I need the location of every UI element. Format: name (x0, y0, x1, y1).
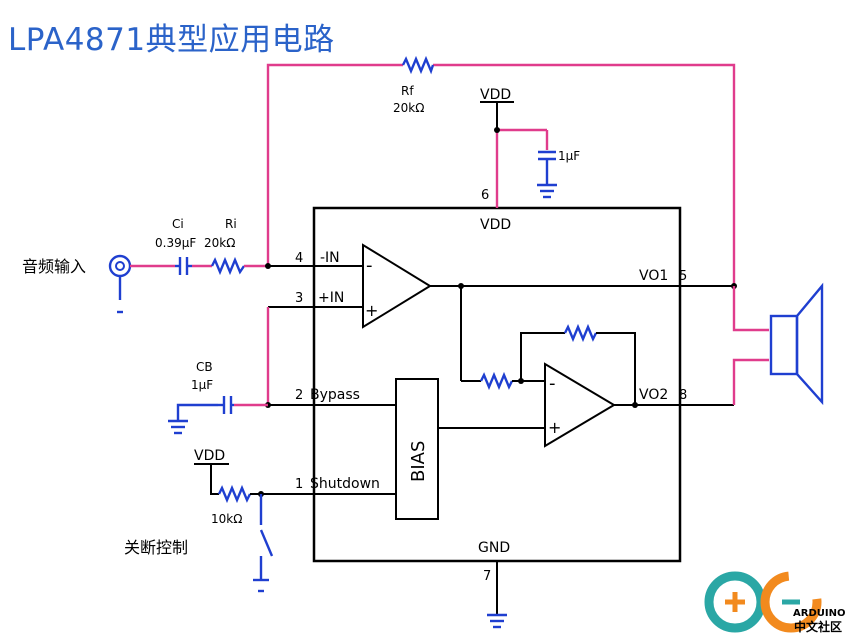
vdd-top-label: VDD (480, 87, 511, 103)
pin6-label: 6 (481, 188, 489, 203)
vo2-label: VO2 (639, 387, 668, 403)
shutdown-control-label: 关断控制 (124, 538, 188, 557)
pin7-label: 7 (483, 569, 491, 584)
pin1-name: Shutdown (310, 476, 380, 492)
bias-label: BIAS (408, 441, 429, 482)
resistor-rf: Rf 20kΩ (393, 55, 435, 115)
chip-vdd-label: VDD (480, 217, 511, 233)
capacitor-cb: CB 1μF (191, 360, 234, 414)
resistor-ri: Ri 20kΩ (204, 217, 245, 276)
audio-jack-icon (108, 254, 132, 314)
ri-value: 20kΩ (204, 236, 235, 250)
opamp-1: - + (362, 243, 432, 329)
opamp1-minus: - (366, 255, 373, 276)
capacitor-ci: Ci 0.39μF (155, 217, 196, 275)
rf-value: 20kΩ (393, 101, 424, 115)
speaker-icon (769, 282, 824, 406)
ground-symbol-cb (168, 419, 188, 435)
pin5-label: 5 (679, 269, 687, 284)
audio-input-label: 音频输入 (22, 257, 86, 276)
vdd-shutdown-label: VDD (194, 448, 225, 464)
logo-text: ARDUINO (793, 608, 845, 619)
vdd-top-supply: VDD 6 (480, 87, 549, 208)
ground-symbol-chip (487, 613, 507, 629)
ci-value: 0.39μF (155, 236, 196, 250)
opamp1-plus: + (365, 301, 378, 320)
rf-name: Rf (401, 84, 414, 98)
resistor-inv-input (479, 371, 514, 391)
ground-symbol-cap (537, 183, 557, 199)
feedback-wire (266, 63, 736, 286)
pin2-label: 2 (295, 388, 303, 403)
pin8-label: 8 (679, 388, 687, 403)
pin4-name: -IN (320, 250, 340, 266)
pin1-label: 1 (295, 477, 303, 492)
cb-name: CB (196, 360, 213, 374)
chip-gnd-label: GND (478, 540, 510, 556)
logo-subtext: 中文社区 (794, 619, 842, 634)
pin3-label: 3 (295, 291, 303, 306)
vo1-label: VO1 (639, 268, 668, 284)
capacitor-1uf-vdd: 1μF (538, 149, 580, 184)
ri-name: Ri (225, 217, 237, 231)
arduino-logo: ARDUINO 中文社区 (704, 571, 845, 634)
page-title: LPA4871典型应用电路 (8, 22, 335, 58)
cap-top-value: 1μF (558, 149, 580, 163)
r-sd-value: 10kΩ (211, 512, 242, 526)
cb-value: 1μF (191, 378, 213, 392)
pin4-label: 4 (295, 251, 303, 266)
resistor-inv-feedback (563, 323, 598, 343)
pin2-name: Bypass (310, 387, 360, 403)
ci-name: Ci (172, 217, 184, 231)
opamp-2: - + (544, 362, 616, 448)
opamp2-minus: - (549, 373, 556, 394)
resistor-10k: 10kΩ (211, 484, 252, 526)
pin3-name: +IN (318, 290, 344, 306)
bias-block (395, 378, 439, 520)
shutdown-switch (253, 494, 274, 593)
opamp2-plus: + (548, 418, 561, 437)
